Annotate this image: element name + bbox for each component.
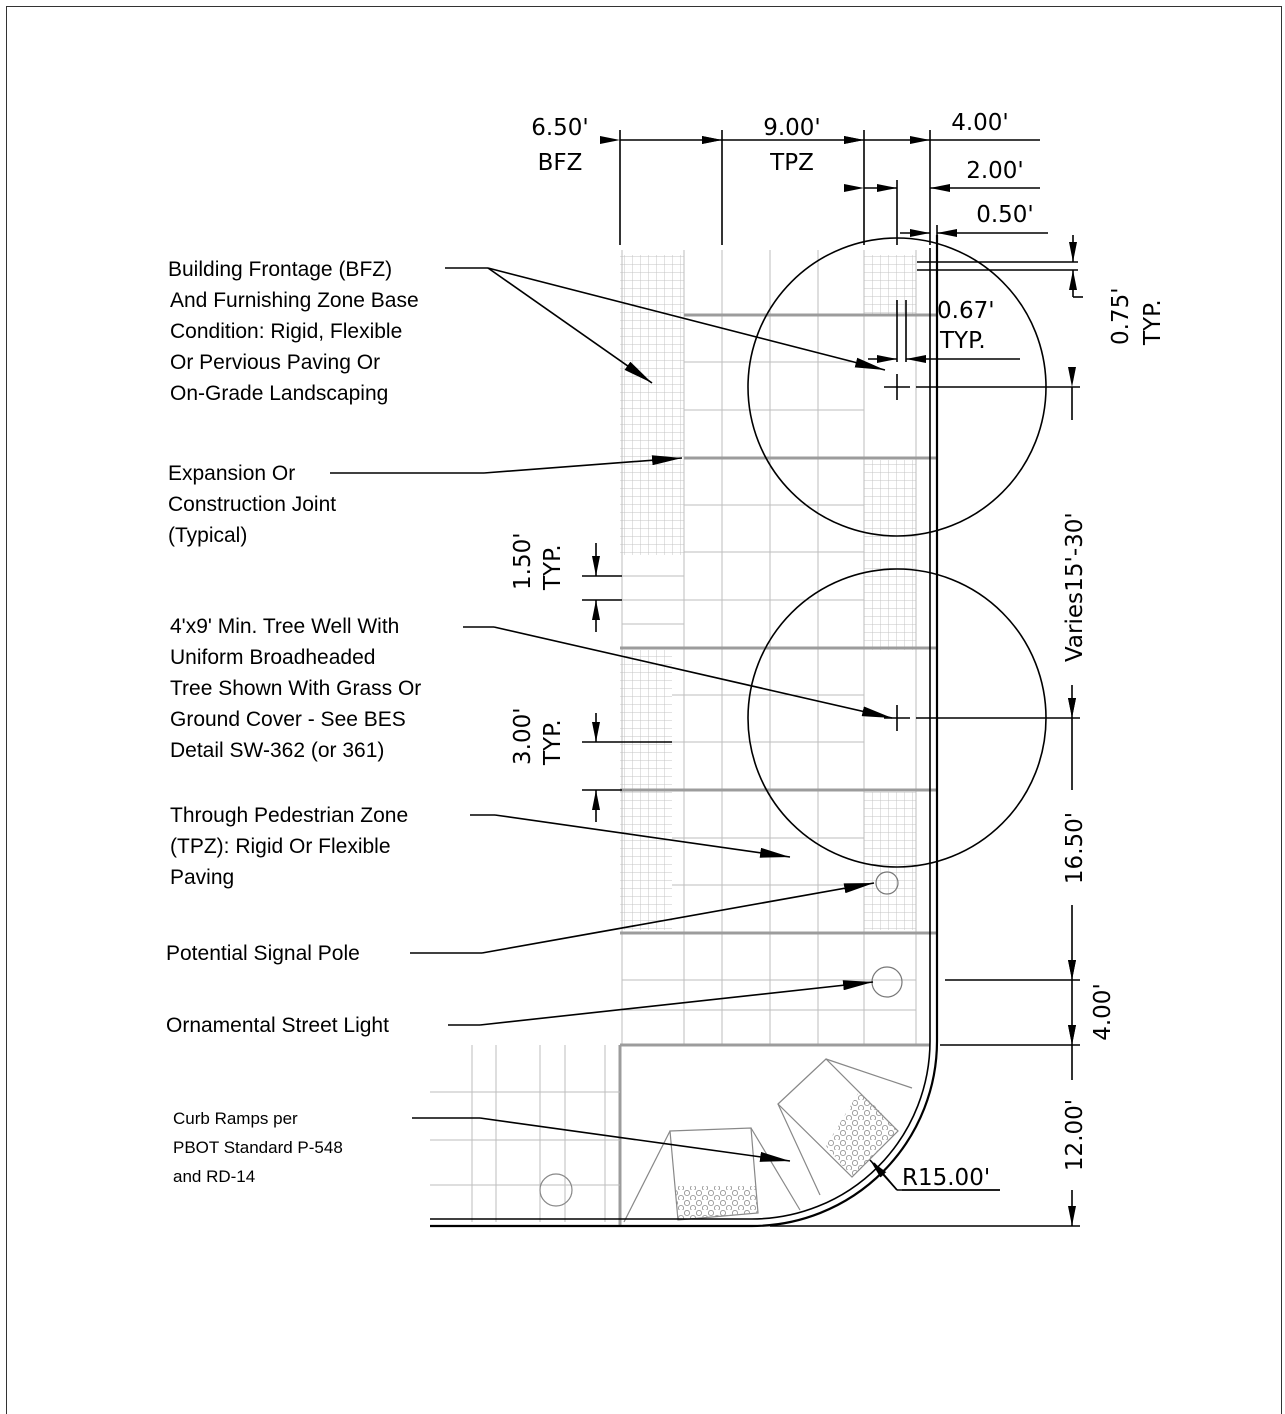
left-dimension-lines bbox=[582, 543, 672, 822]
callout-signal-pole: Potential Signal Pole bbox=[166, 942, 360, 965]
svg-text:4'x9' Min. Tree Well With: 4'x9' Min. Tree Well With bbox=[170, 615, 399, 638]
bfz-fine-grid-1 bbox=[620, 255, 684, 555]
curb-ramp-b bbox=[777, 1058, 913, 1196]
dim-0-75: 0.75' bbox=[1108, 287, 1134, 345]
dim-4-00: 4.00' bbox=[951, 110, 1009, 136]
svg-text:Expansion Or: Expansion Or bbox=[168, 462, 295, 485]
svg-text:Ground Cover - See BES: Ground Cover - See BES bbox=[170, 708, 406, 731]
dim-12-00: 12.00' bbox=[1062, 1099, 1088, 1171]
dim-3-00-typ: TYP. bbox=[540, 719, 566, 766]
svg-text:Construction Joint: Construction Joint bbox=[168, 493, 336, 516]
dim-0-75-typ: TYP. bbox=[1140, 299, 1166, 346]
signal-pole bbox=[875, 871, 899, 895]
svg-text:Building Frontage (BFZ): Building Frontage (BFZ) bbox=[168, 258, 392, 281]
dim-0-67-typ: TYP. bbox=[939, 328, 986, 354]
inner-dimension-lines bbox=[868, 235, 1083, 719]
furnishing-fine-grid-2 bbox=[864, 460, 916, 650]
furnishing-fine-grid-3 bbox=[864, 792, 916, 930]
tree-spacing: 15'-30' bbox=[1062, 512, 1088, 591]
svg-text:And Furnishing Zone Base: And Furnishing Zone Base bbox=[170, 289, 419, 312]
svg-text:Uniform Broadheaded: Uniform Broadheaded bbox=[170, 646, 375, 669]
callout-curb-ramps: Curb Ramps per PBOT Standard P-548 and R… bbox=[173, 1109, 343, 1186]
dim-2-00: 2.00' bbox=[966, 158, 1024, 184]
dim-3-00: 3.00' bbox=[510, 707, 536, 765]
curb-radius: R15.00' bbox=[902, 1165, 990, 1191]
svg-text:Curb Ramps per: Curb Ramps per bbox=[173, 1109, 298, 1128]
callout-bfz: Building Frontage (BFZ) And Furnishing Z… bbox=[168, 258, 419, 405]
svg-text:Detail SW-362 (or 361): Detail SW-362 (or 361) bbox=[170, 739, 384, 762]
bfz-width: 6.50' bbox=[531, 115, 589, 141]
dim-16-50: 16.50' bbox=[1062, 812, 1088, 884]
svg-text:PBOT Standard P-548: PBOT Standard P-548 bbox=[173, 1138, 343, 1157]
dim-4-00-right: 4.00' bbox=[1090, 983, 1116, 1041]
dim-0-67: 0.67' bbox=[937, 298, 995, 324]
callout-tree-well: 4'x9' Min. Tree Well With Uniform Broadh… bbox=[170, 615, 421, 762]
side-street-grid bbox=[430, 1045, 620, 1222]
callout-leaders bbox=[330, 267, 893, 1162]
tpz-label: TPZ bbox=[769, 150, 814, 176]
street-light bbox=[871, 966, 903, 998]
svg-text:Tree Shown With Grass Or: Tree Shown With Grass Or bbox=[170, 677, 421, 700]
callout-tpz: Through Pedestrian Zone (TPZ): Rigid Or … bbox=[170, 804, 408, 889]
svg-text:Condition: Rigid, Flexible: Condition: Rigid, Flexible bbox=[170, 320, 402, 343]
dim-1-50: 1.50' bbox=[510, 532, 536, 590]
expansion-joints bbox=[618, 313, 937, 1226]
svg-text:Or Pervious Paving Or: Or Pervious Paving Or bbox=[170, 351, 380, 374]
svg-text:Through Pedestrian Zone: Through Pedestrian Zone bbox=[170, 804, 408, 827]
svg-text:Paving: Paving bbox=[170, 866, 234, 889]
tree-center-marks bbox=[884, 374, 910, 731]
svg-text:and RD-14: and RD-14 bbox=[173, 1167, 255, 1186]
bfz-label: BFZ bbox=[538, 150, 583, 176]
tree-spacing-varies: Varies bbox=[1062, 592, 1088, 662]
callout-street-light: Ornamental Street Light bbox=[166, 1014, 389, 1037]
top-dimension-lines bbox=[600, 130, 1048, 245]
furnishing-fine-grid-1 bbox=[864, 255, 916, 315]
tpz-width: 9.00' bbox=[763, 115, 821, 141]
curb-ramp-a bbox=[623, 1127, 801, 1223]
dim-1-50-typ: TYP. bbox=[540, 544, 566, 591]
svg-text:(Typical): (Typical) bbox=[168, 524, 247, 547]
callout-joint: Expansion Or Construction Joint (Typical… bbox=[168, 462, 336, 547]
dim-0-50: 0.50' bbox=[976, 202, 1034, 228]
svg-text:On-Grade Landscaping: On-Grade Landscaping bbox=[170, 382, 388, 405]
svg-text:(TPZ): Rigid Or Flexible: (TPZ): Rigid Or Flexible bbox=[170, 835, 391, 858]
side-street-light bbox=[539, 1173, 573, 1207]
drawing-frame bbox=[6, 6, 1282, 1414]
